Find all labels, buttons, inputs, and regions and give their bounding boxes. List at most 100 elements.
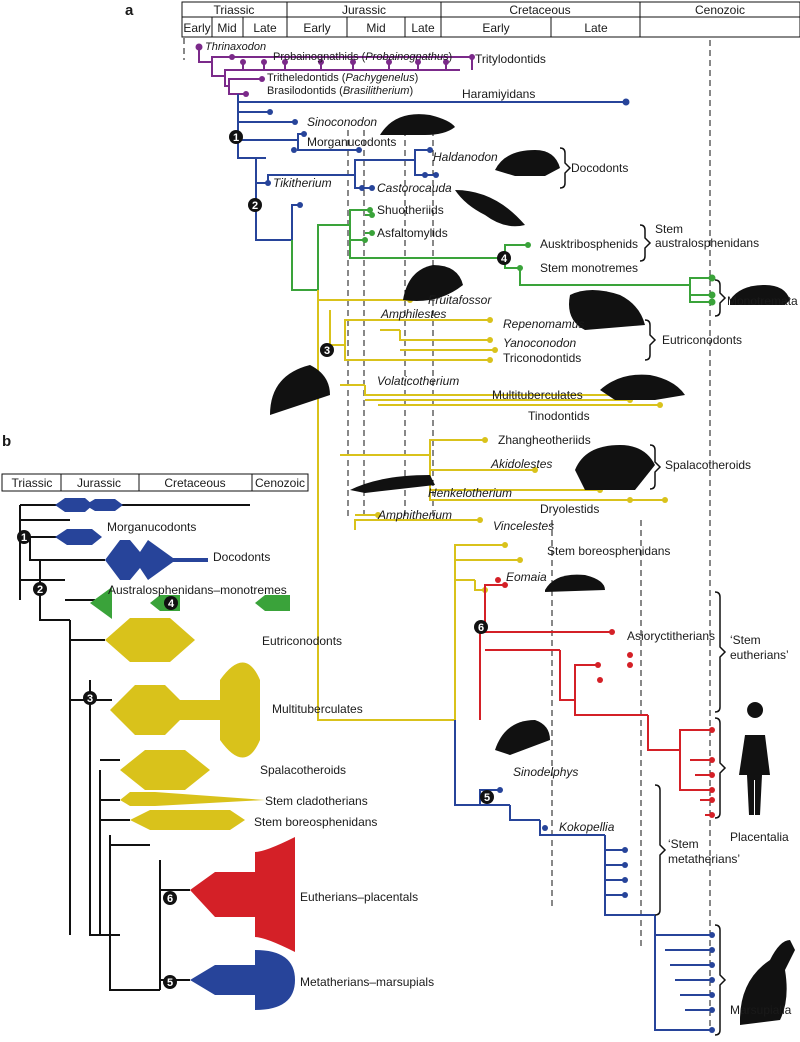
label-fruitafossor: Fruitafossor	[428, 293, 492, 307]
node-3-b: 3	[87, 693, 93, 705]
label-multituberculates: Multituberculates	[492, 388, 583, 402]
node-6-b: 6	[167, 893, 173, 905]
node-4-b: 4	[168, 598, 175, 610]
b-label-docodonts: Docodonts	[213, 550, 270, 564]
label-brasilodontids: Brasilodontids (Brasilitherium)	[267, 85, 413, 97]
spindle-multituberculates	[110, 662, 260, 758]
sinoconodon-silhouette	[380, 114, 455, 135]
node-6-a: 6	[478, 622, 484, 634]
label-stem-australosphenidans-1: Stem	[655, 222, 683, 236]
red-clade	[479, 584, 712, 816]
period-cenozoic: Cenozoic	[695, 3, 745, 17]
spindle-stem-boreosphenidans	[130, 810, 245, 830]
label-haramiyidans: Haramiyidans	[462, 87, 535, 101]
fruitafossor-silhouette	[403, 265, 463, 301]
label-marsupialia: Marsupialia	[730, 1003, 792, 1017]
b-label-stem-boreosphenidans: Stem boreosphenidans	[254, 815, 377, 829]
label-amphilestes: Amphilestes	[380, 307, 446, 321]
epoch-jurassic-mid: Mid	[366, 21, 385, 35]
label-kokopellia: Kokopellia	[559, 820, 615, 834]
purple-clade	[198, 48, 473, 95]
label-amphitherium: Amphitherium	[377, 508, 452, 522]
spindle-morganucodonts	[55, 529, 102, 545]
animal-silhouettes	[270, 114, 795, 1025]
label-tikitherium: Tikitherium	[273, 176, 332, 190]
monotreme-silhouette	[730, 285, 790, 305]
period-triassic: Triassic	[214, 3, 255, 17]
epoch-triassic-early: Early	[183, 21, 210, 35]
b-label-stem-cladotherians: Stem cladotherians	[265, 794, 368, 808]
label-stem-eutherians-1: ‘Stem	[730, 633, 761, 647]
label-stem-eutherians-2: eutherians’	[730, 648, 789, 662]
panel-b-timescale	[1, 473, 309, 492]
epoch-jurassic-late: Late	[411, 21, 435, 35]
red-tips	[495, 577, 715, 818]
period-cretaceous: Cretaceous	[509, 3, 570, 17]
green-clade	[291, 209, 712, 303]
label-probainognathids: Probainognathids (Probainognathus)	[273, 51, 452, 63]
spindle-stem-cladotherians	[120, 792, 265, 806]
metatherian-tips	[497, 787, 715, 1033]
spindle-eutherians	[190, 837, 295, 952]
label-morganucodonts: Morganucodonts	[307, 135, 396, 149]
label-zhangheotheriids: Zhangheotheriids	[498, 433, 591, 447]
label-stem-metatherians-1: ‘Stem	[668, 837, 699, 851]
epoch-triassic-mid: Mid	[217, 21, 236, 35]
group-brackets	[559, 147, 727, 1036]
label-henkelotherium: Henkelotherium	[428, 486, 512, 500]
epoch-triassic-late: Late	[253, 21, 277, 35]
panel-b-tree	[19, 504, 250, 991]
label-sinodelphys: Sinodelphys	[513, 765, 578, 779]
akidolestes-silhouette	[575, 445, 655, 490]
b-period-jurassic: Jurassic	[77, 476, 121, 490]
b-period-triassic: Triassic	[12, 476, 53, 490]
green-tips	[362, 207, 716, 306]
label-castorocauda: Castorocauda	[377, 181, 452, 195]
label-eomaia: Eomaia	[506, 570, 547, 584]
label-stem-metatherians-2: metatherians’	[668, 852, 740, 866]
purple-tips	[195, 43, 475, 97]
label-tritheledontids: Tritheledontids (Pachygenelus)	[267, 72, 418, 84]
metatherian-clade	[454, 720, 712, 1031]
kangaroo-silhouette	[740, 940, 795, 1025]
volaticotherium-silhouette	[270, 365, 330, 415]
label-stem-boreosphenidans: Stem boreosphenidans	[547, 544, 670, 558]
label-dryolestids: Dryolestids	[540, 502, 599, 516]
spindle-eutriconodonts	[105, 618, 195, 662]
spindle-spalacotheroids	[120, 750, 210, 790]
spindle-australosphenidans	[90, 587, 290, 619]
label-sinoconodon: Sinoconodon	[307, 115, 377, 129]
label-docodonts: Docodonts	[571, 161, 628, 175]
b-label-multituberculates: Multituberculates	[272, 702, 363, 716]
panel-b-node-markers	[17, 530, 178, 989]
repenomamus-silhouette	[569, 290, 645, 330]
node-2-a: 2	[252, 200, 258, 212]
label-tinodontids: Tinodontids	[528, 409, 590, 423]
label-stem-australosphenidans-2: australosphenidans	[655, 236, 759, 250]
epoch-jurassic-early: Early	[303, 21, 330, 35]
label-haldanodon: Haldanodon	[433, 150, 498, 164]
label-asfaltomylids: Asfaltomylids	[377, 226, 448, 240]
label-repenomamus: Repenomamus	[503, 317, 584, 331]
panel-a-node-markers	[229, 130, 511, 804]
label-tritylodontids: Tritylodontids	[475, 52, 546, 66]
b-label-metatherians: Metatherians–marsupials	[300, 975, 434, 989]
node-2-b: 2	[37, 584, 43, 596]
sinodelphys-silhouette	[495, 720, 550, 755]
label-shuotheriids: Shuotheriids	[377, 203, 444, 217]
b-label-australosphenidans: Australosphenidans–monotremes	[108, 583, 287, 597]
haldanodon-silhouette	[495, 150, 560, 176]
node-4-a: 4	[501, 253, 508, 265]
panel-a-label: a	[125, 2, 134, 19]
node-3-a: 3	[324, 345, 330, 357]
spindle-metatherians	[190, 950, 295, 1010]
b-label-morganucodonts: Morganucodonts	[107, 520, 196, 534]
node-1-b: 1	[21, 532, 27, 544]
epoch-cretaceous-early: Early	[482, 21, 509, 35]
spindle-haramiyid	[55, 498, 123, 512]
multituberculate-silhouette	[600, 374, 685, 400]
label-spalacotheroids: Spalacotheroids	[665, 458, 751, 472]
henkelotherium-silhouette	[350, 475, 435, 493]
label-asioryctitherians: Asioryctitherians	[627, 629, 715, 643]
